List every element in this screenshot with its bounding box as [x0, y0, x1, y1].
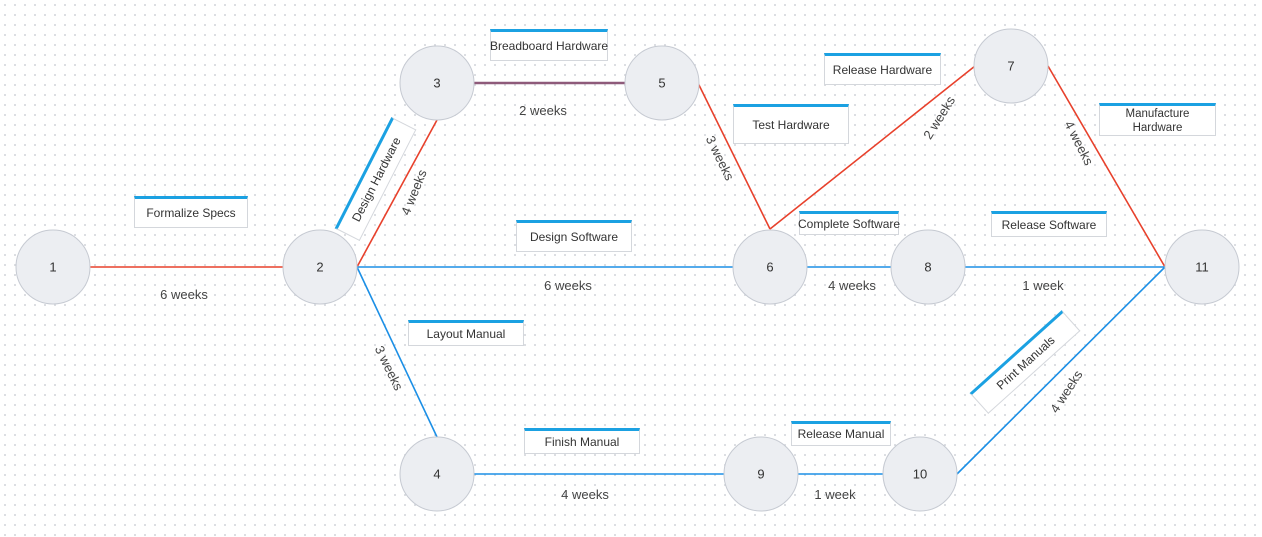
node-10-label: 10	[913, 467, 927, 482]
edge-6-7[interactable]	[769, 65, 976, 230]
duration-2-6: 6 weeks	[544, 278, 592, 293]
task-formalize-specs[interactable]: Formalize Specs	[134, 196, 248, 228]
task-finish-manual[interactable]: Finish Manual	[524, 428, 640, 454]
duration-2-3: 4 weeks	[398, 167, 430, 217]
node-2[interactable]: 2	[282, 229, 358, 305]
nodes: 1 2 3 5 7 6 8 11	[15, 28, 1240, 512]
node-11-label: 11	[1195, 260, 1209, 275]
duration-3-5: 2 weeks	[519, 103, 567, 118]
node-9[interactable]: 9	[723, 436, 799, 512]
task-release-hardware[interactable]: Release Hardware	[824, 53, 941, 85]
duration-2-4: 3 weeks	[372, 343, 407, 393]
node-3[interactable]: 3	[399, 45, 475, 121]
node-6-label: 6	[766, 260, 773, 275]
node-1-label: 1	[49, 260, 56, 275]
task-release-manual[interactable]: Release Manual	[791, 421, 891, 446]
duration-8-11: 1 week	[1022, 278, 1064, 293]
node-8[interactable]: 8	[890, 229, 966, 305]
node-10[interactable]: 10	[882, 436, 958, 512]
duration-1-2: 6 weeks	[160, 287, 208, 302]
node-1[interactable]: 1	[15, 229, 91, 305]
duration-7-11: 4 weeks	[1061, 118, 1096, 168]
node-4-label: 4	[433, 467, 440, 482]
task-breadboard-hardware[interactable]: Breadboard Hardware	[490, 29, 608, 61]
task-manufacture-hardware[interactable]: Manufacture Hardware	[1099, 103, 1216, 136]
duration-6-8: 4 weeks	[828, 278, 876, 293]
duration-9-10: 1 week	[814, 487, 856, 502]
task-test-hardware[interactable]: Test Hardware	[733, 104, 849, 144]
node-7-label: 7	[1007, 59, 1014, 74]
node-11[interactable]: 11	[1164, 229, 1240, 305]
task-layout-manual[interactable]: Layout Manual	[408, 320, 524, 346]
node-8-label: 8	[924, 260, 931, 275]
node-2-label: 2	[316, 260, 323, 275]
node-3-label: 3	[433, 76, 440, 91]
node-4[interactable]: 4	[399, 436, 475, 512]
edge-2-4[interactable]	[356, 266, 438, 438]
node-7[interactable]: 7	[973, 28, 1049, 104]
duration-10-11: 4 weeks	[1047, 367, 1086, 416]
node-6[interactable]: 6	[732, 229, 808, 305]
task-complete-software[interactable]: Complete Software	[798, 211, 900, 235]
task-design-software[interactable]: Design Software	[516, 220, 632, 252]
edge-10-11[interactable]	[956, 266, 1166, 475]
edge-2-3[interactable]	[356, 119, 438, 268]
duration-6-7: 2 weeks	[920, 93, 958, 142]
task-release-software[interactable]: Release Software	[991, 211, 1107, 237]
node-5[interactable]: 5	[624, 45, 700, 121]
edges	[90, 65, 1166, 475]
node-5-label: 5	[658, 76, 665, 91]
duration-4-9: 4 weeks	[561, 487, 609, 502]
node-9-label: 9	[757, 467, 764, 482]
edge-7-11[interactable]	[1047, 65, 1166, 268]
edge-5-6[interactable]	[697, 82, 771, 230]
